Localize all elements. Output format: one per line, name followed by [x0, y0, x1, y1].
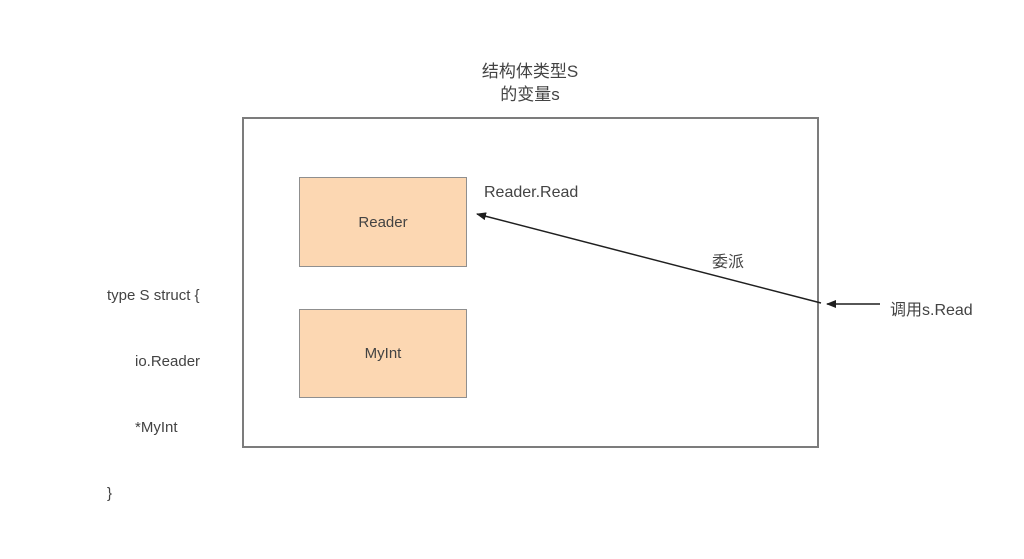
code-line-4: } [107, 485, 113, 502]
diagram-title-line-2: 的变量s [500, 85, 560, 104]
struct-s-container-box [242, 117, 819, 448]
code-line-2: io.Reader [135, 353, 201, 370]
diagram-title-line-1: 结构体类型S [481, 62, 579, 81]
code-line-1: type S struct { [107, 287, 200, 304]
myint-field-box: MyInt [299, 309, 467, 398]
reader-field-label: Reader [358, 213, 408, 231]
struct-definition-code: type S struct { io.Reader *MyInt } [107, 241, 200, 549]
delegate-label: 委派 [712, 254, 745, 271]
reader-field-box: Reader [299, 177, 467, 267]
reader-read-label: Reader.Read [484, 184, 579, 201]
myint-field-label: MyInt [364, 345, 402, 362]
diagram-title: 结构体类型S 的变量s [430, 60, 630, 106]
code-line-3: *MyInt [135, 419, 178, 436]
call-s-read-label: 调用s.Read [890, 302, 973, 319]
